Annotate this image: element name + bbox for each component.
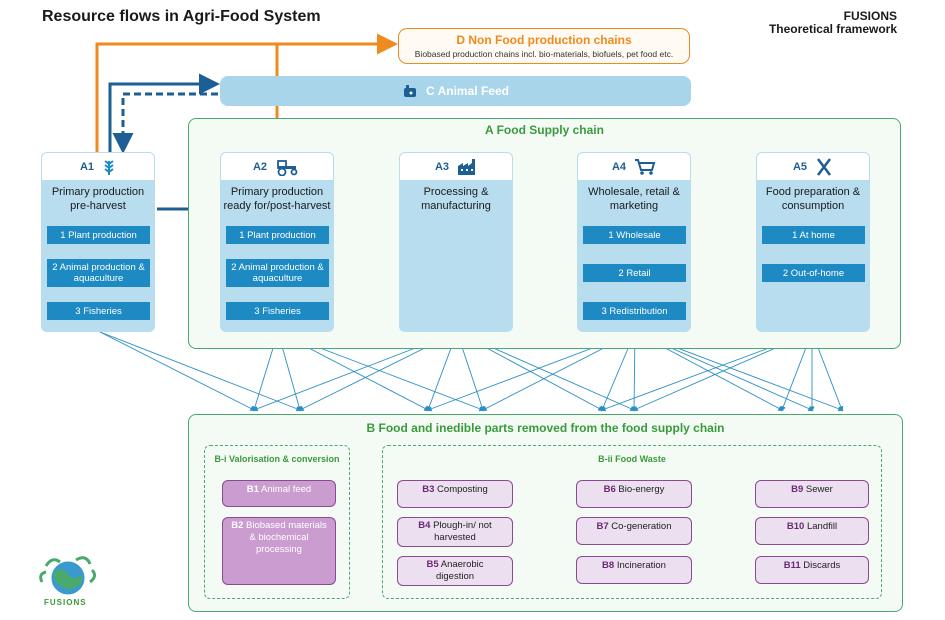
valorisation-group [204, 445, 350, 599]
sub-item: 2 Animal production & aquaculture [47, 259, 150, 287]
stage-name: Primary production ready for/post-harves… [223, 186, 331, 212]
stage-name: Food preparation & consumption [765, 186, 861, 212]
sub-item: 1 Plant production [226, 226, 329, 244]
sub-item: 1 Plant production [47, 226, 150, 244]
b7-co-generation: B7 Co-generation [576, 517, 692, 545]
animal-feed-label: C Animal Feed [426, 84, 509, 98]
b2-biobased: B2 Biobased materials & biochemical proc… [222, 517, 336, 585]
b5-anaerobic: B5 Anaerobic digestion [397, 556, 513, 586]
sub-item: 2 Animal production & aquaculture [226, 259, 329, 287]
fork-knife-icon [817, 157, 832, 176]
fusions-logo: FUSIONS [38, 552, 98, 614]
stage-code: A2 [252, 160, 268, 173]
valorisation-title: B-i Valorisation & conversion [214, 454, 340, 464]
tractor-icon [277, 159, 298, 176]
non-food-chains-box: D Non Food production chains Biobased pr… [398, 28, 690, 64]
removed-parts-title: B Food and inedible parts removed from t… [366, 421, 725, 435]
b4-plough-in: B4 Plough-in/ not harvested [397, 517, 513, 547]
brand-name: FUSIONS [843, 9, 897, 23]
b9-sewer: B9 Sewer [755, 480, 869, 508]
sub-item: 1 Wholesale [583, 226, 686, 244]
sub-item: 2 Retail [583, 264, 686, 282]
cow-icon [404, 85, 417, 97]
factory-icon [458, 158, 476, 175]
fan-line [99, 331, 256, 411]
sub-item: 3 Fisheries [47, 302, 150, 320]
logo-text: FUSIONS [44, 598, 87, 607]
stage-name: Primary production pre-harvest [51, 186, 145, 212]
food-waste-title: B-ii Food Waste [598, 454, 666, 464]
stage-code: A3 [434, 160, 450, 173]
brand-block: FUSIONS Theoretical framework [769, 10, 897, 36]
stage-code: A4 [611, 160, 627, 173]
cart-icon [635, 158, 656, 175]
stage-code: A5 [792, 160, 808, 173]
sub-item: 1 At home [762, 226, 865, 244]
arrow-a1-to-c [108, 73, 220, 152]
wheat-icon [104, 159, 114, 175]
arrow-c-to-a1 [112, 92, 218, 154]
stage-code: A1 [79, 160, 95, 173]
animal-feed-bar: C Animal Feed [220, 76, 691, 106]
stage-a3: A3 Processing & manufacturing [399, 152, 513, 332]
stage-name: Wholesale, retail & marketing [588, 186, 680, 212]
page-title: Resource flows in Agri-Food System [42, 8, 321, 25]
b8-incineration: B8 Incineration [576, 556, 692, 584]
food-waste-group [382, 445, 882, 599]
non-food-title: D Non Food production chains [456, 33, 632, 47]
arrow-a1-to-d [95, 33, 398, 152]
food-supply-chain-title: A Food Supply chain [485, 123, 604, 137]
b10-landfill: B10 Landfill [755, 517, 869, 545]
globe-logo-icon [39, 556, 97, 596]
b6-bio-energy: B6 Bio-energy [576, 480, 692, 508]
b1-animal-feed: B1 Animal feed [222, 480, 336, 507]
b11-discards: B11 Discards [755, 556, 869, 584]
stage-name: Processing & manufacturing [421, 186, 491, 212]
brand-subtitle: Theoretical framework [768, 22, 897, 36]
sub-item: 3 Fisheries [226, 302, 329, 320]
non-food-subtitle: Biobased production chains incl. bio-mat… [414, 49, 674, 59]
fan-line [99, 331, 302, 412]
b3-composting: B3 Composting [397, 480, 513, 508]
sub-item: 3 Redistribution [583, 302, 686, 320]
sub-item: 2 Out-of-home [762, 264, 865, 282]
